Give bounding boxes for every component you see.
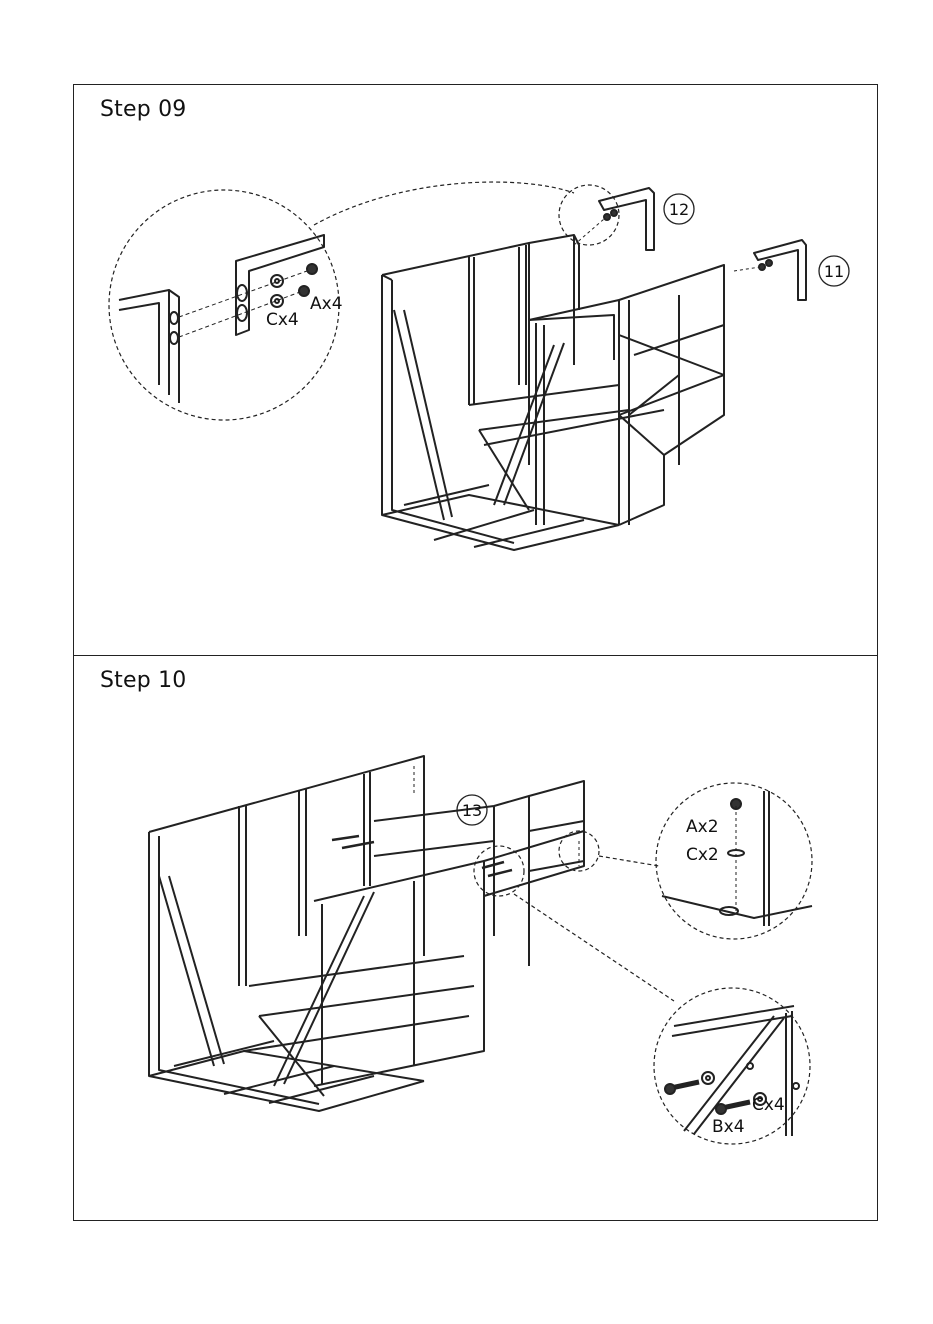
step-10-panel: Step 10 [74, 656, 877, 1220]
part-label-11: 11 [819, 256, 849, 286]
step-09-panel: Step 09 [74, 85, 877, 656]
bolt-count-label-bottom: Bx4 [712, 1117, 745, 1137]
washer-count-label: Cx4 [266, 310, 299, 330]
instruction-page: Step 09 [73, 84, 878, 1221]
part-label-12: 12 [664, 194, 694, 224]
bolt-count-label-top: Ax2 [686, 817, 719, 837]
part-label-13: 13 [457, 795, 487, 825]
svg-text:11: 11 [824, 262, 844, 281]
svg-text:12: 12 [669, 200, 689, 219]
svg-text:13: 13 [462, 801, 482, 820]
step-10-diagram: 13 Ax2 Cx2 Bx4 Cx4 [74, 656, 877, 1220]
bolt-count-label: Ax4 [310, 294, 343, 314]
washer-count-label-bottom: Cx4 [752, 1095, 785, 1115]
leader-line [314, 182, 574, 225]
step-09-diagram: 12 11 Ax4 Cx4 [74, 85, 877, 655]
washer-count-label-top: Cx2 [686, 845, 719, 865]
